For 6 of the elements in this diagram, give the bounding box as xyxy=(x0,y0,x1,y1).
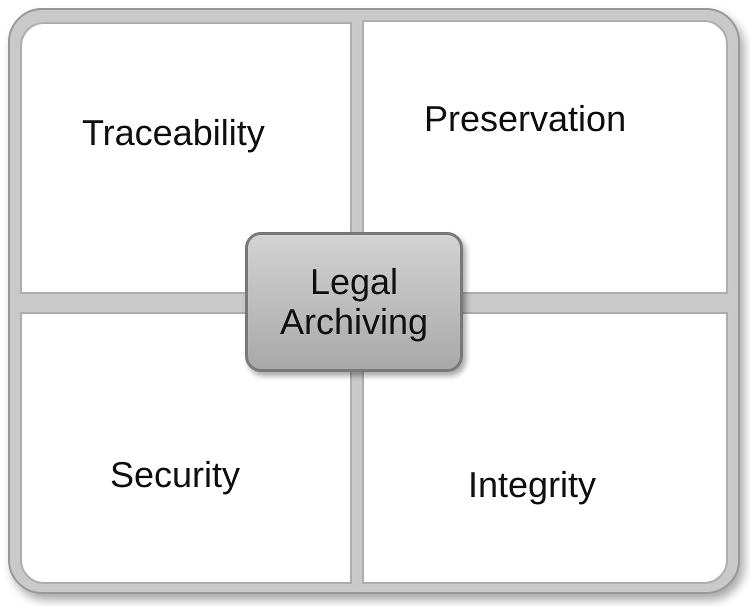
quadrant-label: Integrity xyxy=(468,464,596,506)
quadrant-label: Preservation xyxy=(424,98,626,140)
quadrant-label: Traceability xyxy=(82,112,265,154)
center-label: Legal Archiving xyxy=(278,262,430,342)
center-box xyxy=(245,232,463,372)
quadrant-label: Security xyxy=(110,454,240,496)
